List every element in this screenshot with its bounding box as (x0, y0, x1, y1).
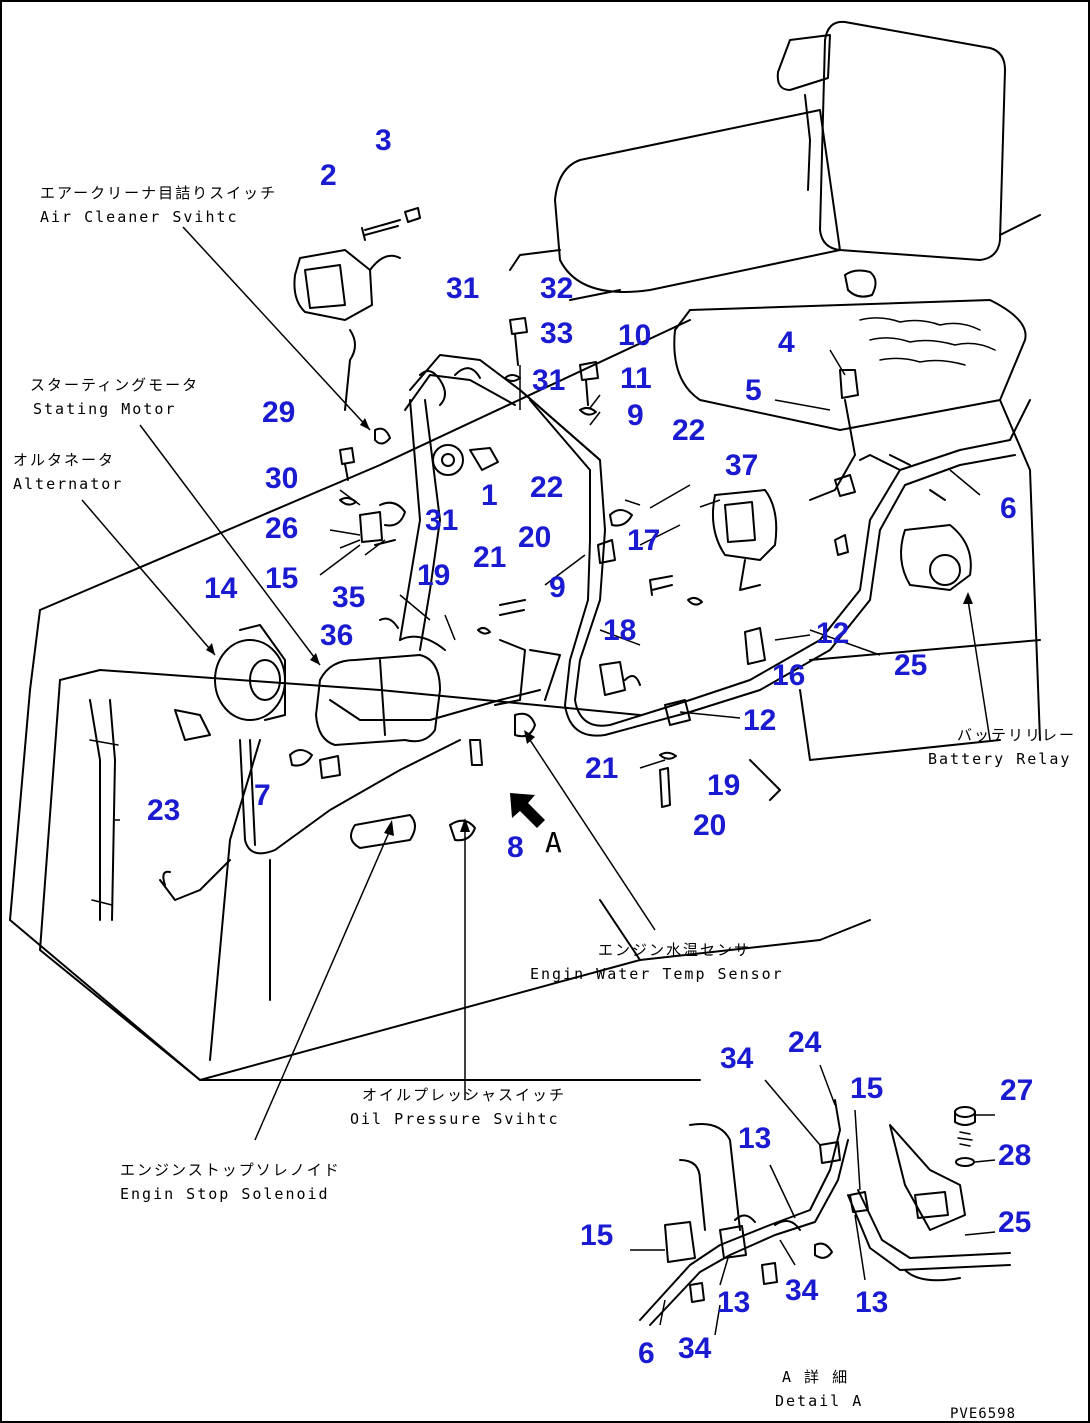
starting-motor-label-en: Stating Motor (33, 400, 176, 418)
water-temp-label-en: Engin Water Temp Sensor (530, 965, 784, 983)
callout-6: 6 (1000, 492, 1017, 525)
callout-15: 15 (265, 562, 298, 595)
callout-27: 27 (1000, 1074, 1033, 1107)
callout-25: 25 (998, 1206, 1031, 1239)
oil-pressure-label-jp: オイルプレッシャスイッチ (362, 1086, 566, 1104)
callout-34: 34 (785, 1274, 819, 1307)
callout-22: 22 (530, 471, 563, 504)
callout-3: 3 (375, 124, 392, 157)
callout-33: 33 (540, 317, 573, 350)
callout-7: 7 (254, 779, 271, 812)
callout-24: 24 (788, 1026, 822, 1059)
callout-6: 6 (638, 1337, 655, 1370)
callout-8: 8 (507, 831, 524, 864)
callout-29: 29 (262, 396, 295, 429)
callout-numbers: 2 3 31 32 33 31 10 11 4 5 29 9 22 22 37 … (147, 124, 1033, 1370)
callout-5: 5 (745, 374, 762, 407)
leader-lines (81, 226, 996, 1336)
callout-16: 16 (772, 659, 805, 692)
detail-a-drawing (639, 1099, 1011, 1326)
callout-32: 32 (540, 272, 573, 305)
callout-15: 15 (580, 1219, 613, 1252)
callout-18: 18 (603, 614, 636, 647)
machine-drawing (9, 20, 1041, 1081)
callout-26: 26 (265, 512, 298, 545)
callout-20: 20 (693, 809, 726, 842)
air-cleaner-label-en: Air Cleaner Svihtc (40, 208, 239, 226)
callout-25: 25 (894, 649, 927, 682)
callout-22: 22 (672, 414, 705, 447)
callout-4: 4 (778, 326, 795, 359)
callout-31: 31 (532, 364, 565, 397)
callout-14: 14 (204, 572, 238, 605)
callout-35: 35 (332, 581, 365, 614)
battery-relay-label-en: Battery Relay (928, 750, 1071, 768)
callout-13: 13 (738, 1122, 771, 1155)
component-labels: エアークリーナ目詰りスイッチ Air Cleaner Svihtc スターティン… (13, 184, 1076, 1410)
callout-34: 34 (720, 1042, 754, 1075)
callout-15: 15 (850, 1072, 883, 1105)
callout-23: 23 (147, 794, 180, 827)
starting-motor-label-jp: スターティングモータ (30, 376, 199, 394)
oil-pressure-label-en: Oil Pressure Svihtc (350, 1110, 560, 1128)
callout-9: 9 (627, 399, 644, 432)
callout-21: 21 (473, 541, 506, 574)
callout-17: 17 (627, 524, 660, 557)
alternator-label-jp: オルタネータ (13, 451, 115, 469)
callout-12: 12 (816, 617, 849, 650)
stop-solenoid-label-jp: エンジンストップソレノイド (120, 1161, 341, 1179)
callout-1: 1 (481, 479, 498, 512)
detail-a-label-en: Detail A (775, 1392, 863, 1410)
figure-id: PVE6598 (950, 1406, 1016, 1422)
alternator-label-en: Alternator (13, 475, 123, 493)
battery-relay-label-jp: バッテリリレー (957, 726, 1076, 744)
callout-11: 11 (620, 362, 652, 395)
callout-13: 13 (717, 1286, 750, 1319)
callout-12: 12 (743, 704, 776, 737)
callout-37: 37 (725, 449, 758, 482)
stop-solenoid-label-en: Engin Stop Solenoid (120, 1185, 330, 1203)
callout-9: 9 (549, 571, 566, 604)
callout-28: 28 (998, 1139, 1031, 1172)
detail-a-label-jp: A 詳 細 (782, 1368, 849, 1386)
callout-36: 36 (320, 619, 353, 652)
callout-21: 21 (585, 752, 618, 785)
callout-19: 19 (707, 769, 740, 802)
water-temp-label-jp: エンジン水温センサ (598, 941, 751, 959)
callout-34: 34 (678, 1332, 712, 1365)
callout-2: 2 (320, 159, 337, 192)
air-cleaner-label-jp: エアークリーナ目詰りスイッチ (40, 184, 277, 202)
callout-31: 31 (446, 272, 479, 305)
view-a-letter: A (545, 826, 562, 859)
callout-20: 20 (518, 521, 551, 554)
callout-19: 19 (417, 559, 450, 592)
callout-31: 31 (425, 504, 458, 537)
callout-10: 10 (618, 319, 651, 352)
callout-30: 30 (265, 462, 298, 495)
callout-13: 13 (855, 1286, 888, 1319)
